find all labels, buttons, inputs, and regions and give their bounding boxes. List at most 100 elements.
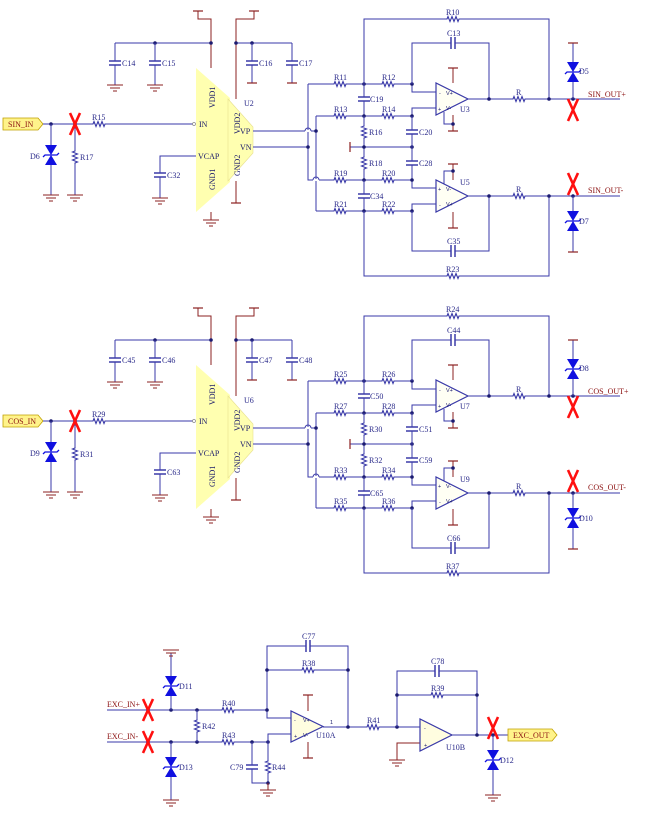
ground-icon (147, 381, 163, 389)
pin-label: V+ (446, 388, 453, 394)
pin-label: IN (199, 417, 208, 426)
no-fit-x-icon (68, 112, 82, 136)
junction-dot (547, 194, 551, 198)
pin-label: V+ (446, 499, 453, 505)
capacitor (358, 96, 370, 102)
output-net-label: COS_OUT- (588, 483, 626, 492)
junction-dot (234, 338, 238, 342)
resistor (333, 377, 347, 385)
junction-dot (265, 708, 269, 712)
resistor-zigzag (333, 409, 347, 417)
resistor (381, 112, 395, 120)
resistor-zigzag (193, 719, 201, 733)
ground-icon (67, 194, 83, 202)
pin-label: GND2 (233, 452, 242, 473)
component-label: R19 (334, 169, 347, 178)
resistor-zigzag (381, 473, 395, 481)
capacitor (450, 37, 456, 49)
capacitor (450, 334, 456, 346)
pin-label: V+ (303, 718, 310, 724)
diode-triangle (45, 452, 57, 462)
capacitor-gap (246, 61, 258, 65)
capacitor (450, 245, 456, 257)
capacitor-gap (149, 358, 161, 362)
pin-label: V- (446, 403, 451, 409)
diode-bar (564, 366, 582, 372)
component-label: C59 (419, 456, 432, 465)
resistor (92, 417, 106, 425)
component-label: C63 (167, 468, 180, 477)
wire (396, 670, 478, 735)
resistor (381, 504, 395, 512)
junction-dot (547, 97, 551, 101)
wire (235, 308, 255, 396)
capacitor-gap (286, 358, 298, 362)
junction-dot (547, 491, 551, 495)
resistor (381, 80, 395, 88)
capacitor-gap (358, 491, 370, 495)
resistor (366, 723, 380, 731)
pin-label: + (438, 107, 441, 113)
junction-dot (475, 733, 479, 737)
pin-number: 1 (330, 720, 333, 726)
ground-icon (163, 649, 179, 657)
component-label: U6 (244, 396, 254, 405)
ground-icon (260, 789, 276, 797)
ground-icon (163, 799, 179, 807)
diode-triangle (487, 750, 499, 760)
capacitor-gap (149, 61, 161, 65)
no-fit-x-icon (141, 730, 155, 754)
pin-marker (192, 419, 196, 423)
resistor-zigzag (333, 473, 347, 481)
resistor-zigzag (301, 666, 315, 674)
resistor-zigzag (381, 80, 395, 88)
component-label: C78 (431, 657, 444, 666)
junction-dot (314, 426, 318, 430)
capacitor (246, 60, 258, 66)
component-label: R36 (382, 497, 395, 506)
pin-label: V- (446, 484, 451, 490)
diode-bar (42, 152, 60, 158)
resistor-zigzag (381, 504, 395, 512)
capacitor-gap (406, 427, 418, 431)
resistor (446, 569, 460, 577)
no-fit-x-icon (566, 98, 580, 122)
component-label: C65 (370, 489, 383, 498)
capacitor-gap (358, 394, 370, 398)
capacitor-gap (109, 358, 121, 362)
component-label: C16 (259, 59, 272, 68)
diode-triangle (165, 676, 177, 686)
junction-dot (346, 668, 350, 672)
pin-label: GND2 (233, 155, 242, 176)
component-label: R27 (334, 402, 347, 411)
component-label: C66 (447, 534, 460, 543)
pin-label: V+ (446, 202, 453, 208)
isolator-side1 (196, 68, 230, 212)
component-label: R15 (92, 113, 105, 122)
component-label: D8 (579, 364, 589, 373)
component-label: D7 (579, 217, 589, 226)
resistor-zigzag (333, 207, 347, 215)
capacitor-gap (406, 130, 418, 134)
isolator-side2 (227, 395, 254, 479)
resistor-zigzag (430, 691, 444, 699)
opamp-u10a (290, 710, 325, 743)
wire (266, 710, 291, 719)
resistor-zigzag (381, 207, 395, 215)
capacitor (406, 457, 418, 463)
component-label: R40 (222, 699, 235, 708)
net-port: SIN_IN (2, 117, 44, 131)
resistor-zigzag (264, 760, 272, 774)
component-label: C35 (447, 237, 460, 246)
pin-label: - (424, 726, 426, 732)
diode-triangle (165, 686, 177, 696)
wire (443, 170, 453, 184)
capacitor-gap (246, 765, 258, 769)
resistor-zigzag (71, 150, 79, 164)
resistor-zigzag (360, 125, 368, 139)
wire (197, 308, 212, 365)
resistor-zigzag (446, 15, 460, 23)
